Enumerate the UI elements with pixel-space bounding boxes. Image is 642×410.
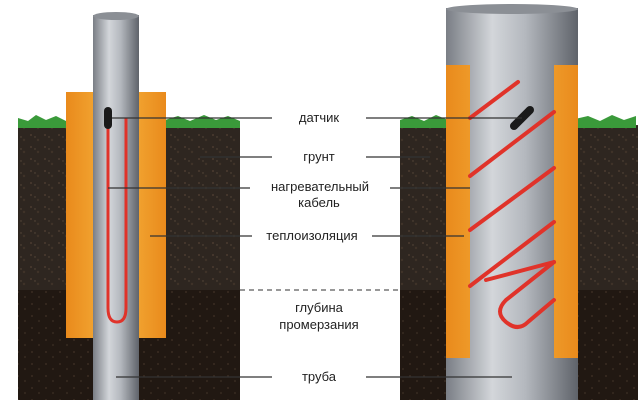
- label-cable-2: кабель: [298, 195, 340, 210]
- pipe: [93, 15, 139, 400]
- insulation-band: [446, 65, 578, 358]
- grass: [18, 115, 240, 128]
- sensor: [104, 107, 112, 129]
- pipe-top: [93, 12, 139, 20]
- callout-lines: [108, 117, 522, 378]
- label-pipe: труба: [301, 369, 337, 384]
- right-assembly: [400, 4, 638, 400]
- label-soil: грунт: [303, 149, 335, 164]
- heating-cable: [106, 118, 128, 324]
- left-assembly: [18, 12, 240, 400]
- label-sensor: датчик: [298, 110, 340, 125]
- pipe-right-top: [446, 4, 578, 14]
- label-frost-1: глубина: [295, 300, 343, 315]
- spiral-cable: [468, 80, 556, 329]
- label-frost-2: промерзания: [279, 317, 359, 332]
- label-cable-1: нагревательный: [270, 179, 370, 194]
- label-insulation: теплоизоляция: [266, 228, 358, 243]
